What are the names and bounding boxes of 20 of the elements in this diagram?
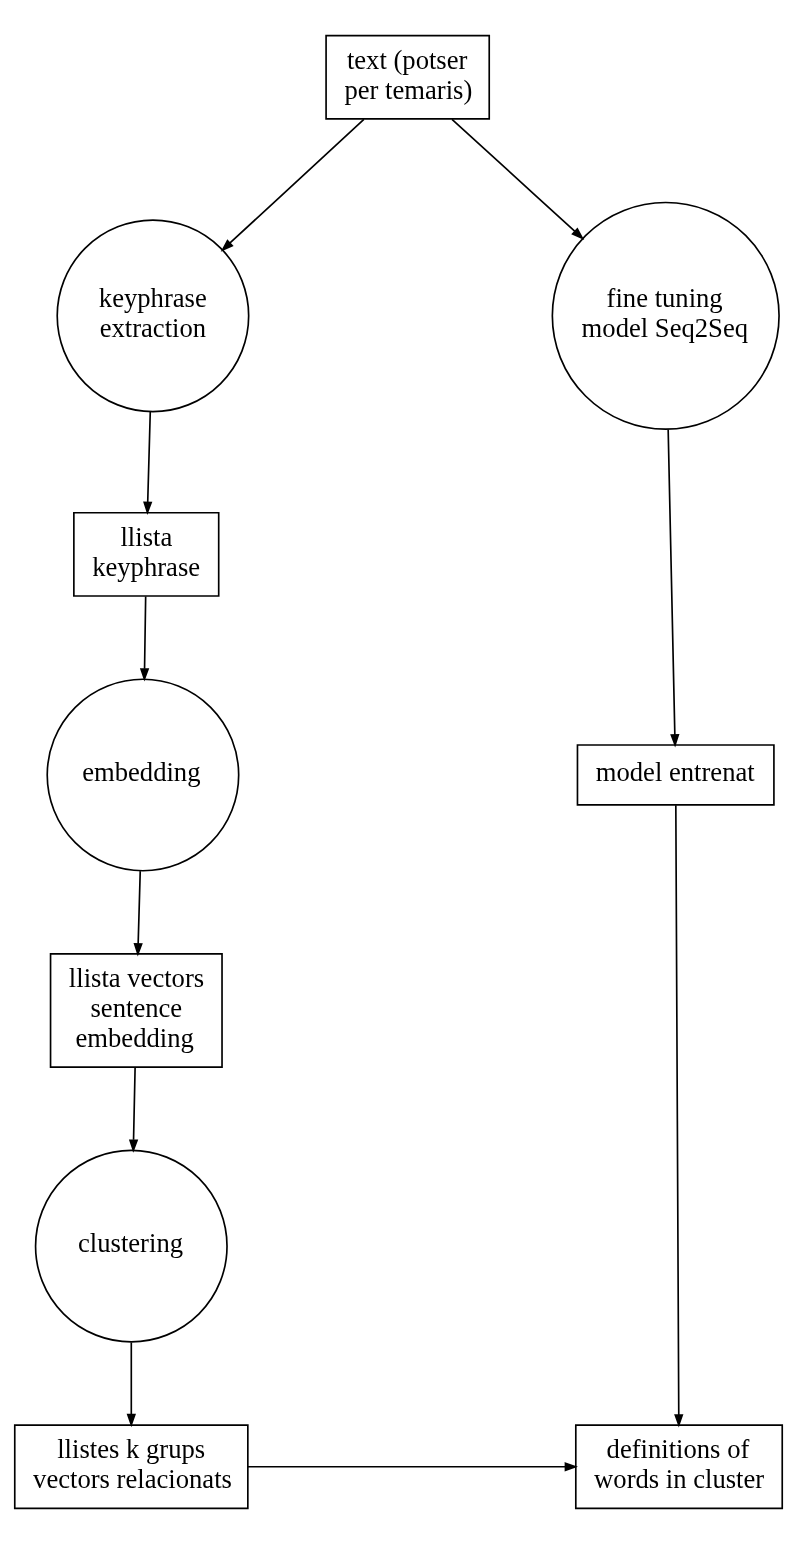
node-box: text (potser per temaris) [325,34,491,120]
arrow [143,411,153,515]
node-box: llista keyphrase [73,511,220,597]
node-box: llista vectors sentence embedding [49,953,223,1068]
node-box: definitions of words in cluster [574,1424,784,1510]
arrow [220,118,365,252]
node-circle: keyphrase extraction [56,219,250,413]
node-box: llistes k grups vectors relacionats [13,1424,249,1510]
node-circle: clustering [34,1149,228,1343]
arrow [128,1066,139,1153]
arrow [667,428,680,748]
node-circle: embedding [46,678,240,872]
arrow [126,1341,136,1428]
arrow [674,804,684,1428]
arrow [133,870,143,957]
arrow [451,118,585,240]
arrow [247,1462,578,1472]
node-box: model entrenat [576,744,775,806]
node-circle: fine tuning model Seq2Seq [551,201,780,431]
arrow [139,595,150,682]
